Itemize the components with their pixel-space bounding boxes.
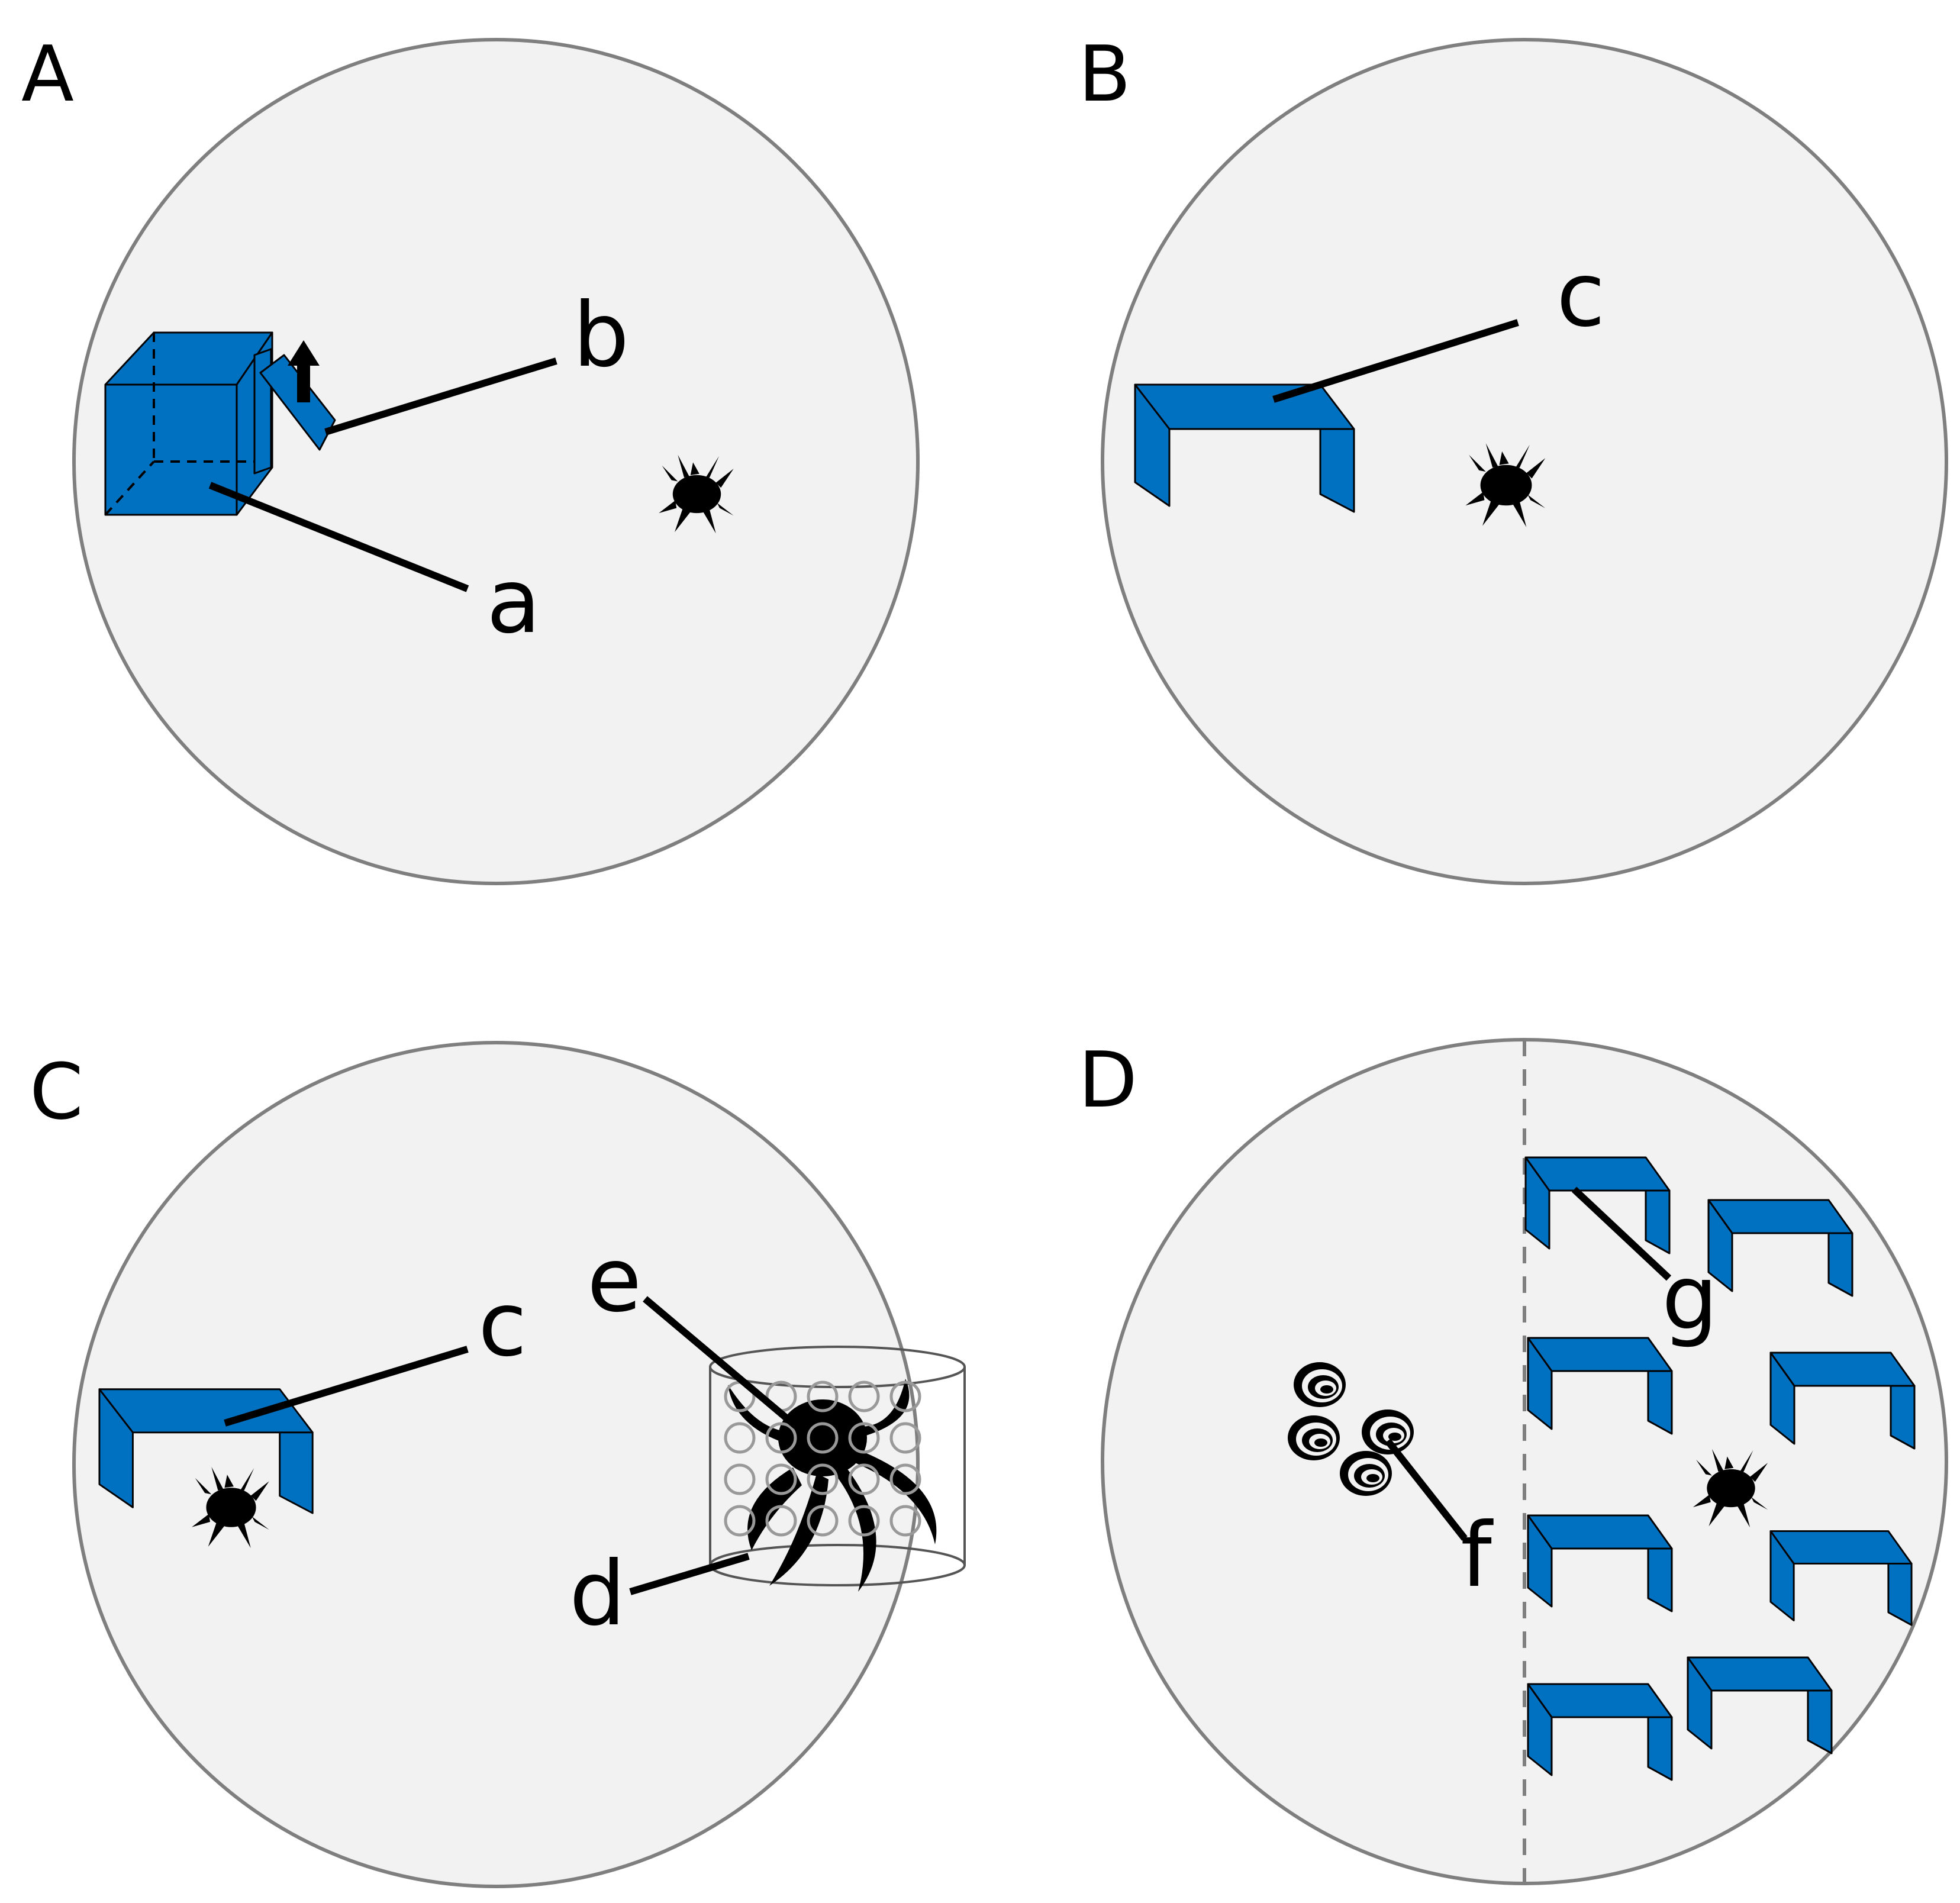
shell-icon [1294,1362,1346,1407]
arrow-up-icon [288,340,320,402]
callout-c: c [478,1273,527,1376]
box-shelter [104,331,273,516]
panel-b: B c [1078,29,1948,885]
panel-label-a: A [21,29,74,119]
callout-f: f [1461,1504,1494,1607]
leader-f [1385,1438,1468,1541]
arena-c [72,1041,920,1888]
leader-b [324,357,557,436]
callout-b: b [573,284,629,387]
panel-c: C [30,1041,966,1888]
callout-a: a [486,550,541,653]
leader-c [224,1346,469,1427]
panel-label-c: C [30,1047,83,1137]
callout-e: e [587,1229,641,1332]
callout-g: g [1662,1247,1718,1350]
leader-d [629,1553,750,1595]
panel-a: A a b [21,29,920,885]
leader-g [1571,1186,1672,1281]
shell-icon [1340,1451,1392,1496]
callout-c: c [1556,244,1605,347]
leader-a [208,482,469,592]
panel-d: D f g [1078,1035,1948,1885]
arena-b [1101,38,1948,885]
arena-a [72,38,920,885]
leader-e [643,1296,798,1429]
shell-icon [1288,1415,1340,1460]
leader-c [1272,319,1519,403]
callout-d: d [569,1543,626,1646]
panel-label-d: D [1078,1035,1137,1125]
shell-icon [1362,1409,1414,1454]
panel-label-b: B [1078,29,1131,119]
